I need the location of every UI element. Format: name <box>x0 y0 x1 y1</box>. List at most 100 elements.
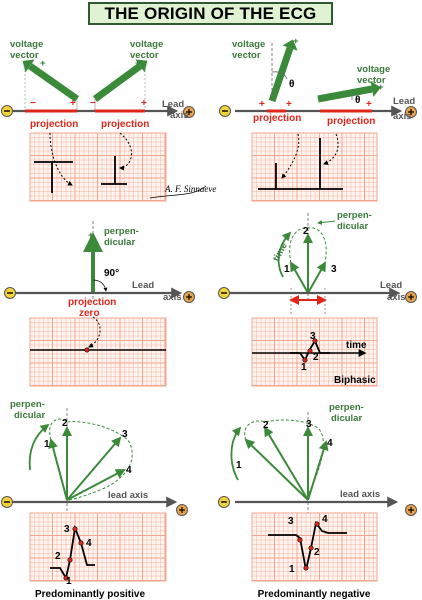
projection-label: projection <box>68 297 116 308</box>
point-number-4: 4 <box>86 538 92 549</box>
angle-label: 90° <box>104 268 119 279</box>
theta-arc <box>271 71 288 80</box>
lead-axis-label: axis <box>170 110 189 121</box>
vector-number-1: 1 <box>44 439 50 450</box>
ecg-trace <box>50 524 95 581</box>
perpendicular-pointer <box>317 220 336 226</box>
ecg-zero-point <box>84 347 90 353</box>
time-arrow <box>28 423 50 471</box>
plus-sign: + <box>40 58 46 69</box>
plus-sign: + <box>70 98 76 109</box>
voltage-vector-label: vector <box>232 50 261 61</box>
biphasic-caption: Biphasic <box>334 375 376 386</box>
vector-number-3: 3 <box>122 429 128 440</box>
ecg-trace <box>258 138 343 190</box>
predominantly-positive-caption: Predominantly positive <box>35 589 145 600</box>
voltage-vector-label: vector <box>357 75 386 86</box>
author-signature: A. F. Sinnaeve <box>164 184 216 194</box>
voltage-vector-arrow-head <box>22 59 35 73</box>
voltage-vector-arrow <box>27 63 80 102</box>
voltage-vector-arrow <box>317 85 373 103</box>
vector-number-2: 2 <box>303 226 309 237</box>
ecg-trace <box>34 161 73 193</box>
perpendicular-label: perpen- <box>337 210 372 221</box>
voltage-vector-label: vector <box>130 50 159 61</box>
predominantly-negative-caption: Predominantly negative <box>258 589 371 600</box>
right-angle-arc <box>92 279 108 292</box>
time-axis-label: time <box>346 340 367 351</box>
ecg-point-3 <box>72 526 78 532</box>
point-number-3: 3 <box>310 331 316 342</box>
ecg-point-2 <box>308 545 314 551</box>
vector-number-4: 4 <box>126 465 132 476</box>
plus-sign: + <box>378 82 384 93</box>
ecg-trace <box>101 156 127 185</box>
lead-axis-label: Lead <box>162 99 184 110</box>
plus-sign: + <box>135 58 141 69</box>
minus-sign: − <box>30 98 36 109</box>
ecg-point-3 <box>297 537 303 543</box>
voltage-vector-label: vector <box>10 50 39 61</box>
lead-axis-label: axis <box>393 111 412 122</box>
point-number-1: 1 <box>289 564 295 575</box>
projection-link <box>49 132 73 186</box>
ecg-point-1 <box>303 565 309 571</box>
lead-axis-label: axis <box>387 292 406 303</box>
voltage-vector-arrow <box>92 63 143 102</box>
perpendicular-label: perpen- <box>104 226 139 237</box>
point-number-2: 2 <box>55 551 61 562</box>
plus-sign: + <box>141 98 147 109</box>
perpendicular-label: perpen- <box>10 399 45 410</box>
voltage-vector-arrow <box>268 46 294 103</box>
voltage-vector-arrow-head <box>370 81 381 97</box>
vector-number-1: 1 <box>236 460 242 471</box>
vector-arrow-2 <box>263 426 309 501</box>
minus-sign: − <box>90 98 96 109</box>
ecg-point-1 <box>63 575 69 581</box>
point-number-4: 4 <box>322 514 328 525</box>
signature-flourish <box>149 185 207 199</box>
vector-number-2: 2 <box>263 420 269 431</box>
vector-loop <box>49 418 133 501</box>
perpendicular-label: perpen- <box>329 402 364 413</box>
ecg-point-3 <box>312 338 318 344</box>
vector-loop <box>289 227 327 264</box>
lead-axis-label: Lead <box>132 280 154 291</box>
ecg-point-2 <box>307 348 313 354</box>
projection-link <box>323 133 339 165</box>
lead-axis-label: Lead <box>393 96 415 107</box>
point-number-3: 3 <box>288 516 294 527</box>
voltage-vector-label: voltage <box>130 39 163 50</box>
vector-arrow-3 <box>307 261 326 294</box>
projection-label: projection <box>101 119 149 130</box>
plus-sign: + <box>286 99 292 110</box>
page-title: THE ORIGIN OF THE ECG <box>88 2 333 25</box>
plus-sign: + <box>259 99 265 110</box>
lead-axis-label: lead axis <box>108 490 148 501</box>
lead-axis-label: Lead <box>380 280 402 291</box>
vector-arrow-1 <box>290 261 309 294</box>
projection-link <box>88 316 101 348</box>
ecg-point-4 <box>78 540 84 546</box>
time-arrow <box>230 426 242 481</box>
lead-axis-label: axis <box>163 292 182 303</box>
time-arrow <box>277 231 292 278</box>
vector-number-1: 1 <box>284 264 290 275</box>
voltage-vector-arrow-head <box>282 39 298 51</box>
point-number-2: 2 <box>313 352 319 363</box>
point-number-1: 1 <box>66 576 72 587</box>
vector-arrow-4 <box>66 469 126 501</box>
vector-arrow-3 <box>66 436 122 501</box>
vector-number-2: 2 <box>62 418 68 429</box>
projection-label: projection <box>30 119 78 130</box>
voltage-vector-label: voltage <box>357 64 390 75</box>
theta-label: θ <box>355 95 360 106</box>
vector-arrow-1 <box>244 438 309 501</box>
vector-number-4: 4 <box>327 438 333 449</box>
projection-zero-label: zero <box>79 308 100 319</box>
plus-sign: + <box>366 99 372 110</box>
vector-number-3: 3 <box>306 419 312 430</box>
projection-label: projection <box>253 113 301 124</box>
vector-loop <box>244 419 324 496</box>
